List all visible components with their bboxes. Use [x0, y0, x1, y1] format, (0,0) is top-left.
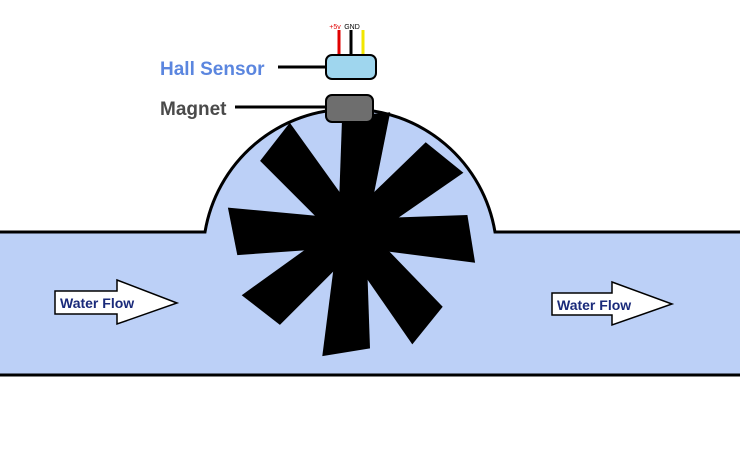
turbine-rotor-icon [227, 112, 476, 357]
hall-sensor-label: Hall Sensor [160, 59, 265, 80]
magnet-label: Magnet [160, 99, 227, 120]
right-arrow-icon [54, 278, 180, 326]
hall-sensor-icon [325, 54, 377, 80]
flow-arrow-right: Water Flow [551, 280, 675, 327]
wire-vcc-label: +5v [329, 24, 341, 31]
sensor-wires: +5v GND [329, 24, 365, 56]
flow-label-left: Water Flow [60, 295, 134, 311]
rotor-hub [326, 207, 378, 259]
right-arrow-icon [551, 280, 675, 327]
flow-label-right: Water Flow [557, 297, 631, 313]
rotor-blade [338, 112, 391, 234]
flow-arrow-left: Water Flow [54, 278, 180, 326]
wire-gnd-label: GND [344, 24, 360, 31]
magnet-icon [325, 94, 374, 123]
